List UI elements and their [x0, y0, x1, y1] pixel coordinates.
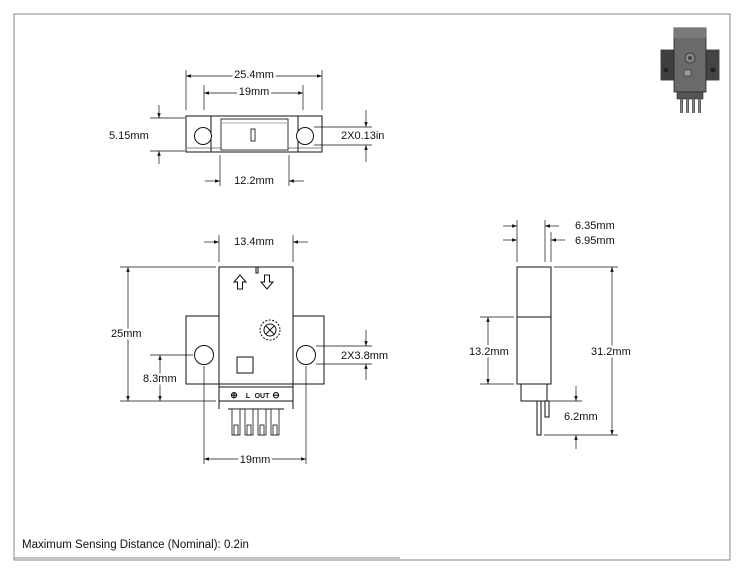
dim-front-hole-spacing: 19mm: [240, 454, 271, 466]
dim-front-head-width: 13.4mm: [234, 236, 274, 248]
dim-side-width-a: 6.35mm: [575, 220, 615, 232]
dim-side-width-b: 6.95mm: [575, 235, 615, 247]
side-view-body: [516, 316, 552, 385]
arrow-down-icon: [259, 274, 275, 290]
dim-front-overall-height: 25mm: [111, 328, 142, 340]
top-view-dimensions: [150, 70, 372, 186]
front-view-dimensions: [120, 235, 372, 464]
pin-label-out: OUT: [255, 393, 271, 400]
front-view-pin-labels: ⊕ L OUT ⊖: [230, 390, 280, 400]
pin-label-minus: ⊖: [272, 390, 280, 400]
pin-label-plus: ⊕: [230, 390, 238, 400]
sensor-3d-thumbnail: [660, 27, 720, 113]
side-view-upper: [516, 266, 552, 318]
front-view-pins: [231, 408, 280, 436]
side-view-base: [520, 383, 548, 402]
dim-top-hole-spacing: 19mm: [239, 86, 270, 98]
dim-top-height: 5.15mm: [109, 130, 149, 142]
dim-side-body-height: 13.2mm: [469, 346, 509, 358]
dim-top-overall-width: 25.4mm: [234, 69, 274, 81]
dim-top-hole-dia: 2X0.13in: [341, 130, 384, 142]
front-view: [185, 266, 325, 436]
front-view-indicator: [236, 356, 254, 374]
top-view-slot-mark: [250, 128, 256, 142]
front-view-head: [218, 266, 294, 388]
front-view-base: [218, 386, 294, 402]
side-view-pin: [536, 400, 542, 436]
dim-front-hole-dia: 2X3.8mm: [341, 350, 388, 362]
sensitivity-knob-icon[interactable]: [259, 319, 281, 341]
sensing-distance-note: Maximum Sensing Distance (Nominal): 0.2i…: [22, 539, 249, 551]
top-view-hole-right: [296, 127, 314, 145]
dim-front-hole-height: 8.3mm: [143, 373, 177, 385]
front-view-hole-left: [194, 345, 214, 365]
dim-side-overall-height: 31.2mm: [591, 346, 631, 358]
top-view-hole-left: [194, 127, 212, 145]
dim-side-pin-length: 6.2mm: [564, 411, 598, 423]
arrow-up-icon: [232, 274, 248, 290]
top-view: [185, 115, 323, 153]
side-view-dimensions: [480, 220, 618, 449]
side-view: [516, 266, 552, 436]
pin-label-l: L: [246, 393, 251, 400]
dim-top-slot-width: 12.2mm: [234, 175, 274, 187]
sheet-border: [13, 13, 731, 561]
front-view-hole-right: [296, 345, 316, 365]
